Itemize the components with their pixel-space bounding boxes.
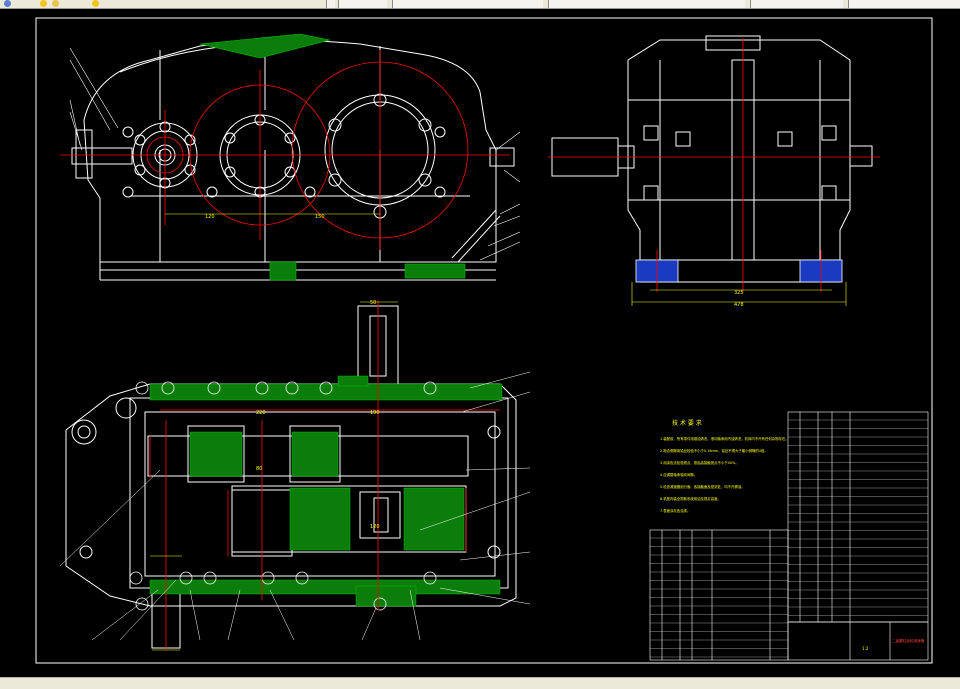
side-dim-inner: 325: [734, 290, 744, 296]
status-bar: [0, 677, 960, 689]
tech-line-6: 6.机座内装全损耗系统用油至规定高度。: [660, 496, 721, 501]
plan-dim-shaft: 50: [370, 300, 376, 306]
side-dim-outer: 478: [734, 302, 744, 308]
side-view: [551, 35, 873, 283]
front-view: [71, 39, 515, 281]
plan-dimensions: 50 220 190 80 120: [150, 300, 398, 651]
plan-label-3: 80: [256, 466, 262, 472]
drawing-canvas[interactable]: 120 150: [0, 9, 960, 677]
plotstyle-dropdown[interactable]: [750, 0, 843, 8]
plan-label-2: 190: [370, 410, 380, 416]
drawing-svg: 120 150: [35, 17, 933, 664]
plan-label-1: 220: [256, 410, 266, 416]
parts-list-rows: [650, 419, 928, 658]
tech-line-7: 7.表面涂灰色油漆。: [660, 508, 690, 513]
title-block-scale: 1:2: [862, 646, 869, 651]
plan-hatch: [149, 375, 503, 607]
extra-dropdown[interactable]: [848, 0, 960, 8]
front-hatch: [199, 33, 466, 281]
front-dimensions: 120 150: [165, 213, 380, 220]
layer-color-icon[interactable]: [92, 0, 99, 7]
front-centerlines: [60, 50, 510, 250]
color-dropdown[interactable]: [338, 0, 387, 8]
parts-list: [649, 411, 929, 661]
toolbar-separator-1: [326, 0, 335, 8]
side-dimensions: 325 478: [631, 282, 847, 308]
front-dim-right: 150: [315, 214, 325, 220]
front-dim-left: 120: [205, 214, 215, 220]
front-leaders: [69, 47, 521, 261]
tech-title: 技 术 要 求: [672, 419, 702, 427]
layer-lock-icon[interactable]: [52, 0, 59, 7]
linetype-dropdown[interactable]: [392, 0, 543, 8]
plan-label-4: 120: [370, 524, 380, 530]
plan-red-details: [149, 300, 500, 650]
title-block: 二级圆柱齿轮减速器 1:2: [862, 638, 925, 651]
side-centerlines: [548, 38, 880, 292]
tech-line-2: 2.啮合侧隙用铅丝检验不小于0.16mm，铅丝不得大于最小侧隙的4倍。: [660, 448, 768, 453]
tech-line-4: 4.应调整轴承轴向间隙。: [660, 472, 697, 477]
plan-leaders: [59, 371, 531, 641]
plan-view: [65, 305, 517, 649]
side-feet: [635, 259, 843, 283]
app-icon[interactable]: [4, 0, 11, 7]
tech-line-1: 1.装配前，所有零件用煤油清洗，滚动轴承用汽油清洗，机体内不许有任何杂物存在。: [660, 436, 789, 441]
layer-icon[interactable]: [40, 0, 47, 7]
tech-requirements: 技 术 要 求 1.装配前，所有零件用煤油清洗，滚动轴承用汽油清洗，机体内不许有…: [660, 419, 789, 513]
tech-line-5: 5.检查减速器剖分面、各接触面及密封处，均不许漏油。: [660, 484, 745, 489]
tech-line-3: 3.用涂色法检验斑点，按齿高接触斑点不小于40%。: [660, 460, 739, 465]
toolbar: [0, 0, 960, 9]
drawing-frame: [35, 17, 933, 664]
title-block-title: 二级圆柱齿轮减速器: [892, 638, 925, 643]
lineweight-dropdown[interactable]: [548, 0, 745, 8]
